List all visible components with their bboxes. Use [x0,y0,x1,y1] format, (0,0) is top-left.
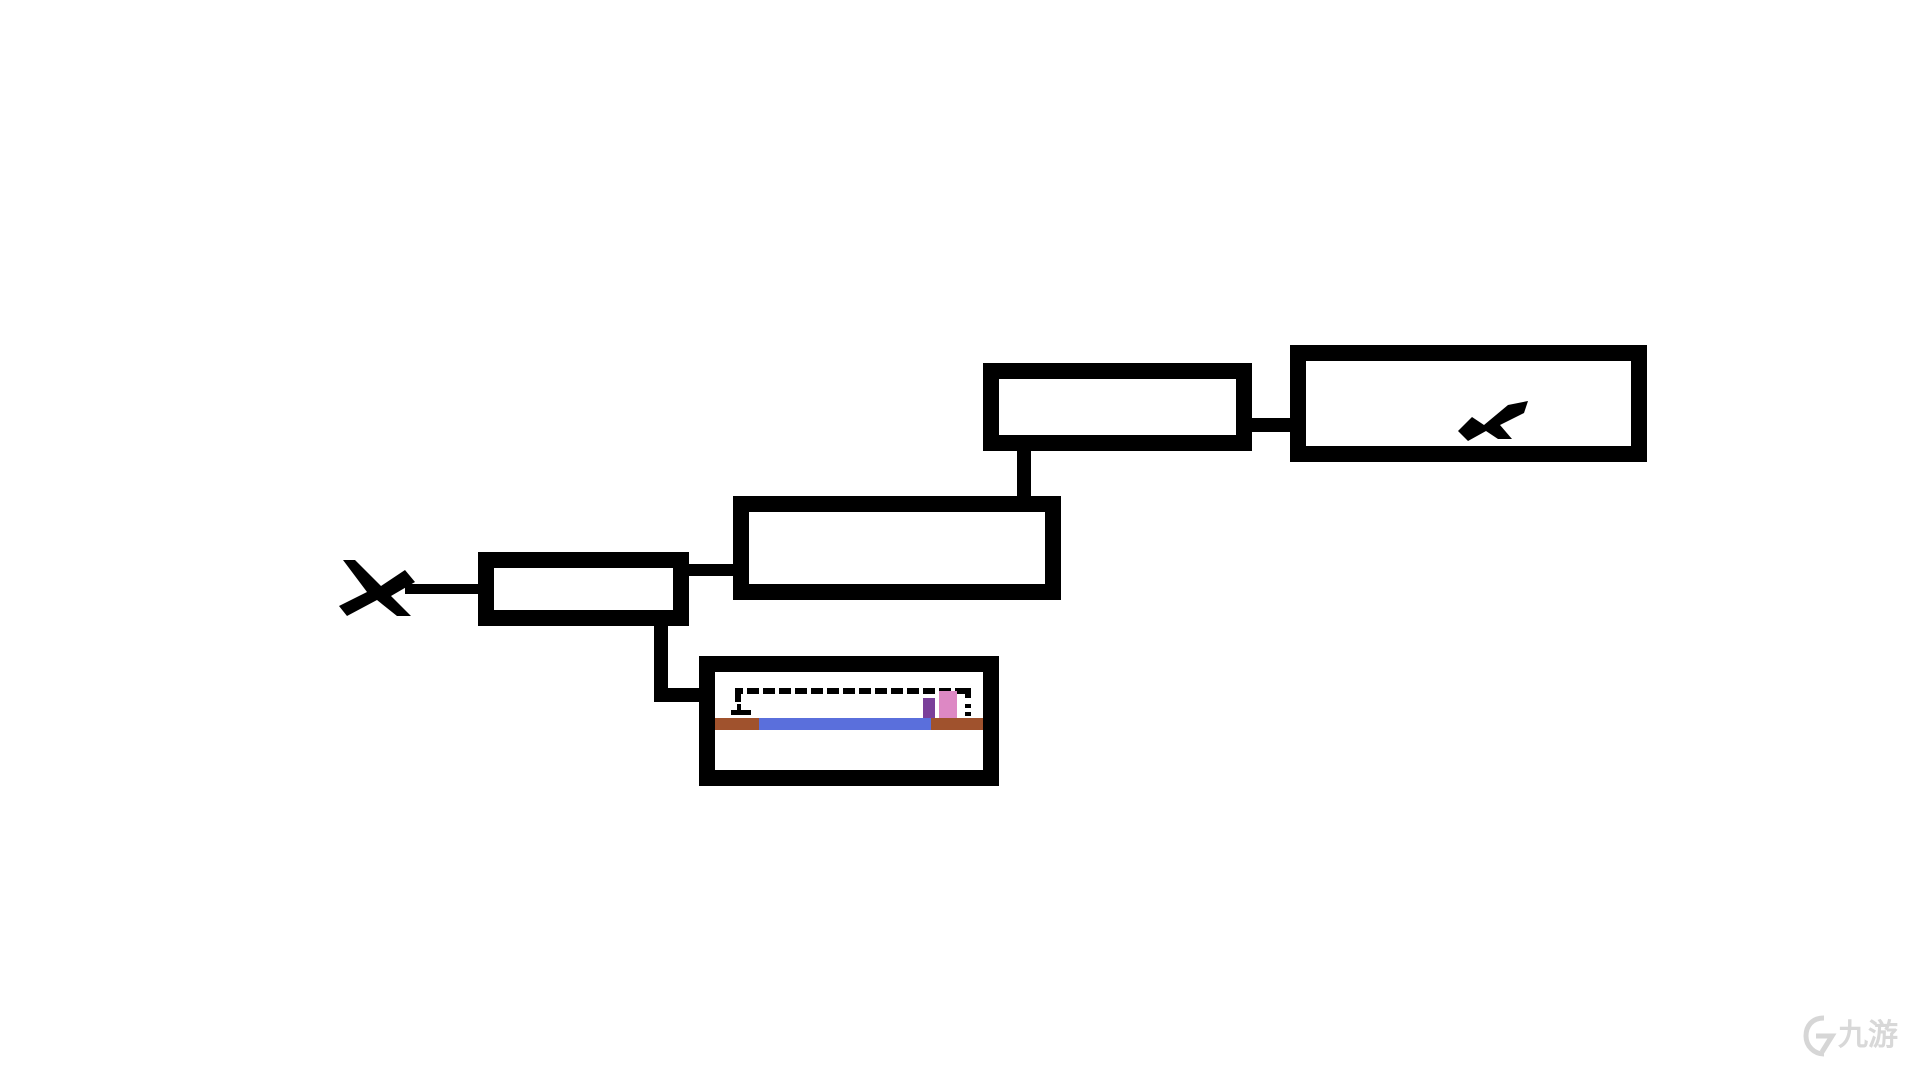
room-upper[interactable] [983,363,1252,451]
connector-start-preview-v [654,622,668,702]
room-corridor[interactable] [733,496,1061,600]
room-start[interactable] [478,552,689,626]
nine-game-logo-icon [1803,1015,1837,1057]
connector-upper-goal [1249,418,1293,432]
watermark: 九游 [1716,980,1906,1070]
connector-start-preview-h [654,688,704,702]
connector-start-corridor [686,564,736,576]
room-preview[interactable] [699,656,999,786]
room-goal[interactable] [1290,345,1647,462]
x-mark-icon [339,560,415,616]
connector-start [405,584,481,594]
watermark-text: 九游 [1838,1018,1898,1053]
level-thumbnail [715,688,983,730]
x-mark-icon [1458,401,1528,441]
purple-door [923,698,935,718]
connector-corridor-upper [1017,446,1031,500]
pink-door [939,691,957,718]
